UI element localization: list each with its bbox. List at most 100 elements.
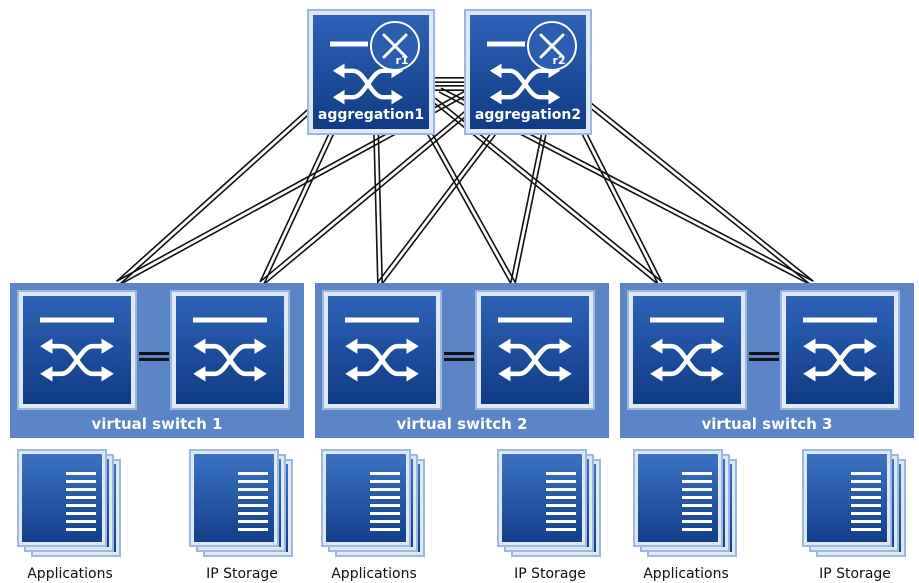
device-line — [546, 520, 576, 523]
virtual-switch-3[interactable]: virtual switch 3 — [620, 283, 914, 438]
access-switch-2a[interactable] — [322, 290, 442, 410]
aggregation-label: aggregation2 — [475, 107, 581, 123]
device-line — [66, 480, 96, 483]
storage-stack-icon[interactable]: IP Storage — [497, 449, 601, 582]
device-line — [682, 504, 712, 507]
uplink-line — [510, 127, 544, 283]
device-label: Applications — [643, 566, 729, 582]
device-line — [66, 512, 96, 515]
device-line — [238, 480, 268, 483]
uplink-line — [377, 123, 499, 283]
device-line — [370, 520, 400, 523]
device-line — [66, 488, 96, 491]
access-switch-1a[interactable] — [17, 290, 137, 410]
aggregation-switch-2[interactable]: r2 aggregation2 — [464, 9, 592, 135]
device-line — [370, 528, 400, 531]
server-stack-icon[interactable]: Applications — [17, 449, 121, 582]
device-line — [66, 520, 96, 523]
device-line — [370, 504, 400, 507]
uplink-line — [426, 123, 516, 283]
device-line — [851, 480, 881, 483]
aggregation-label: aggregation1 — [318, 107, 424, 123]
device-line — [546, 512, 576, 515]
device-line — [370, 480, 400, 483]
device-row: Applications IP Storage Applications IP Sto… — [17, 449, 906, 582]
aggregation-switch-1[interactable]: r1 aggregation1 — [307, 9, 435, 135]
uplink-line — [260, 102, 476, 282]
device-line — [851, 488, 881, 491]
device-line — [851, 472, 881, 475]
device-line — [238, 488, 268, 491]
device-line — [66, 472, 96, 475]
device-line — [682, 512, 712, 515]
device-line — [682, 528, 712, 531]
uplink-line — [581, 123, 663, 283]
uplink-line — [377, 127, 383, 283]
uplink-line — [422, 125, 512, 285]
device-line — [851, 496, 881, 499]
device-line — [66, 496, 96, 499]
device-label: IP Storage — [206, 566, 278, 582]
device-line — [238, 472, 268, 475]
router-label: r1 — [395, 54, 408, 67]
access-switch-1b[interactable] — [170, 290, 290, 410]
device-label: IP Storage — [819, 566, 891, 582]
virtual-switch-2[interactable]: virtual switch 2 — [315, 283, 609, 438]
device-line — [546, 480, 576, 483]
server-stack-icon[interactable]: Applications — [633, 449, 737, 582]
uplink-group — [115, 77, 814, 286]
device-line — [66, 504, 96, 507]
access-switch-2b[interactable] — [475, 290, 595, 410]
device-label: Applications — [331, 566, 417, 582]
device-line — [238, 520, 268, 523]
uplink-line — [263, 115, 343, 285]
vswitch-label: virtual switch 2 — [397, 415, 528, 433]
device-line — [546, 496, 576, 499]
device-line — [546, 488, 576, 491]
device-label: Applications — [27, 566, 113, 582]
uplink-line — [514, 128, 548, 284]
device-line — [851, 528, 881, 531]
uplink-line — [115, 102, 316, 282]
router-label: r2 — [552, 54, 565, 67]
uplink-line — [259, 113, 339, 283]
vswitch-label: virtual switch 3 — [702, 415, 833, 433]
uplink-line — [381, 125, 503, 285]
device-line — [851, 520, 881, 523]
device-line — [238, 496, 268, 499]
device-line — [546, 504, 576, 507]
device-line — [66, 528, 96, 531]
device-line — [851, 504, 881, 507]
access-switch-3a[interactable] — [627, 290, 747, 410]
device-line — [238, 528, 268, 531]
uplink-line — [262, 106, 478, 286]
access-switch-3b[interactable] — [780, 290, 900, 410]
device-line — [238, 504, 268, 507]
uplink-line — [118, 106, 319, 286]
device-line — [682, 520, 712, 523]
device-line — [370, 472, 400, 475]
device-line — [370, 496, 400, 499]
device-line — [682, 496, 712, 499]
device-line — [370, 488, 400, 491]
server-stack-icon[interactable]: Applications — [321, 449, 425, 582]
device-line — [682, 472, 712, 475]
uplink-line — [590, 102, 814, 282]
virtual-switch-1[interactable]: virtual switch 1 — [10, 283, 304, 438]
storage-stack-icon[interactable]: IP Storage — [802, 449, 906, 582]
uplink-line — [373, 128, 379, 284]
storage-stack-icon[interactable]: IP Storage — [189, 449, 293, 582]
uplink-line — [588, 106, 812, 286]
device-line — [682, 488, 712, 491]
device-line — [370, 512, 400, 515]
device-line — [682, 480, 712, 483]
router-icon: r2 — [527, 21, 577, 71]
device-line — [546, 528, 576, 531]
device-label: IP Storage — [514, 566, 586, 582]
vswitch-label: virtual switch 1 — [92, 415, 223, 433]
device-line — [238, 512, 268, 515]
device-line — [851, 512, 881, 515]
router-icon: r1 — [370, 21, 420, 71]
uplink-line — [577, 125, 659, 285]
